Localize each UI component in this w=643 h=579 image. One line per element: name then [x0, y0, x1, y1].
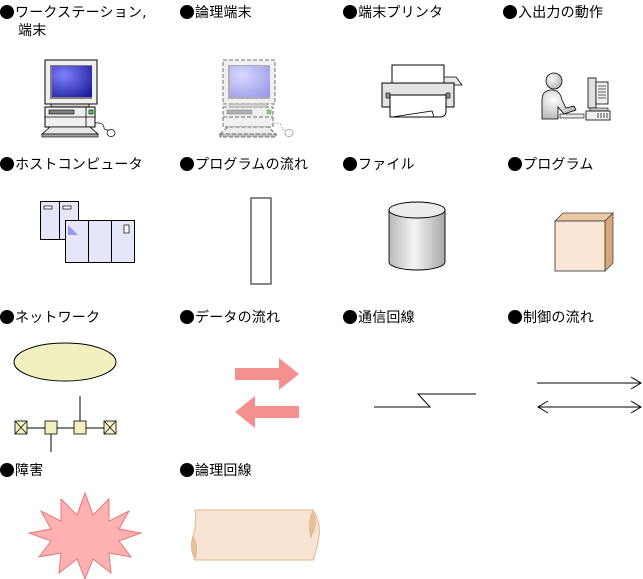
workstation-icon: [38, 58, 118, 138]
legend-label-workstation: ワークステーション, 端末: [0, 4, 147, 40]
label-text: 入出力の動作: [518, 5, 604, 21]
bullet-icon: [180, 157, 194, 171]
label-text: データの流れ: [195, 310, 281, 326]
label-text: 通信回線: [358, 310, 415, 326]
label-text: ワークステーション,: [15, 5, 147, 21]
legend-label-logical-line: 論理回線: [180, 462, 252, 480]
logical-terminal-icon: [216, 58, 296, 138]
legend-label-io-operation: 入出力の動作: [503, 4, 603, 22]
label-text: プログラムの流れ: [195, 157, 309, 173]
logical-line-pipe-icon: [189, 508, 321, 564]
legend-label-network: ネットワーク: [0, 309, 100, 327]
bullet-icon: [343, 157, 357, 171]
legend-label-file: ファイル: [343, 156, 415, 174]
comm-line-icon: [374, 392, 478, 414]
label-text: ホストコンピュータ: [15, 157, 143, 173]
legend-label-logical-terminal: 論理端末: [180, 4, 252, 22]
legend-label-comm-line: 通信回線: [343, 309, 415, 327]
bullet-icon: [180, 5, 194, 19]
label-text: 障害: [15, 463, 44, 479]
bullet-icon: [343, 5, 357, 19]
label-text: プログラム: [523, 157, 594, 173]
legend-label-failure: 障害: [0, 462, 43, 480]
bullet-icon: [0, 310, 14, 324]
box-program-icon: [553, 211, 615, 275]
failure-burst-icon: [27, 491, 143, 579]
label-text: ネットワーク: [15, 310, 101, 326]
bullet-icon: [0, 5, 14, 19]
host-computer-icon: [40, 201, 136, 265]
label-text: 端末プリンタ: [358, 5, 444, 21]
label-text: ファイル: [358, 157, 415, 173]
bullet-icon: [343, 310, 357, 324]
network-icon: [0, 340, 130, 460]
legend-label-terminal-printer: 端末プリンタ: [343, 4, 443, 22]
control-flow-arrows-icon: [537, 376, 643, 416]
data-flow-arrows-icon: [233, 356, 301, 432]
bullet-icon: [0, 157, 14, 171]
person-at-computer-icon: [540, 72, 620, 122]
bullet-icon: [180, 310, 194, 324]
legend-label-program: プログラム: [508, 156, 594, 174]
bullet-icon: [508, 310, 522, 324]
legend-label-control-flow: 制御の流れ: [508, 309, 594, 327]
bullet-icon: [180, 463, 194, 477]
printer-icon: [381, 63, 463, 123]
label-text-line2: 端末: [18, 23, 47, 39]
bullet-icon: [503, 5, 517, 19]
legend-label-program-flow: プログラムの流れ: [180, 156, 308, 174]
legend-label-host-computer: ホストコンピュータ: [0, 156, 143, 174]
cylinder-file-icon: [387, 200, 447, 272]
label-text: 論理回線: [195, 463, 252, 479]
program-flow-bar-icon: [250, 197, 272, 287]
legend-label-data-flow: データの流れ: [180, 309, 280, 327]
label-text: 制御の流れ: [523, 310, 594, 326]
bullet-icon: [508, 157, 522, 171]
bullet-icon: [0, 463, 14, 477]
label-text: 論理端末: [195, 5, 252, 21]
